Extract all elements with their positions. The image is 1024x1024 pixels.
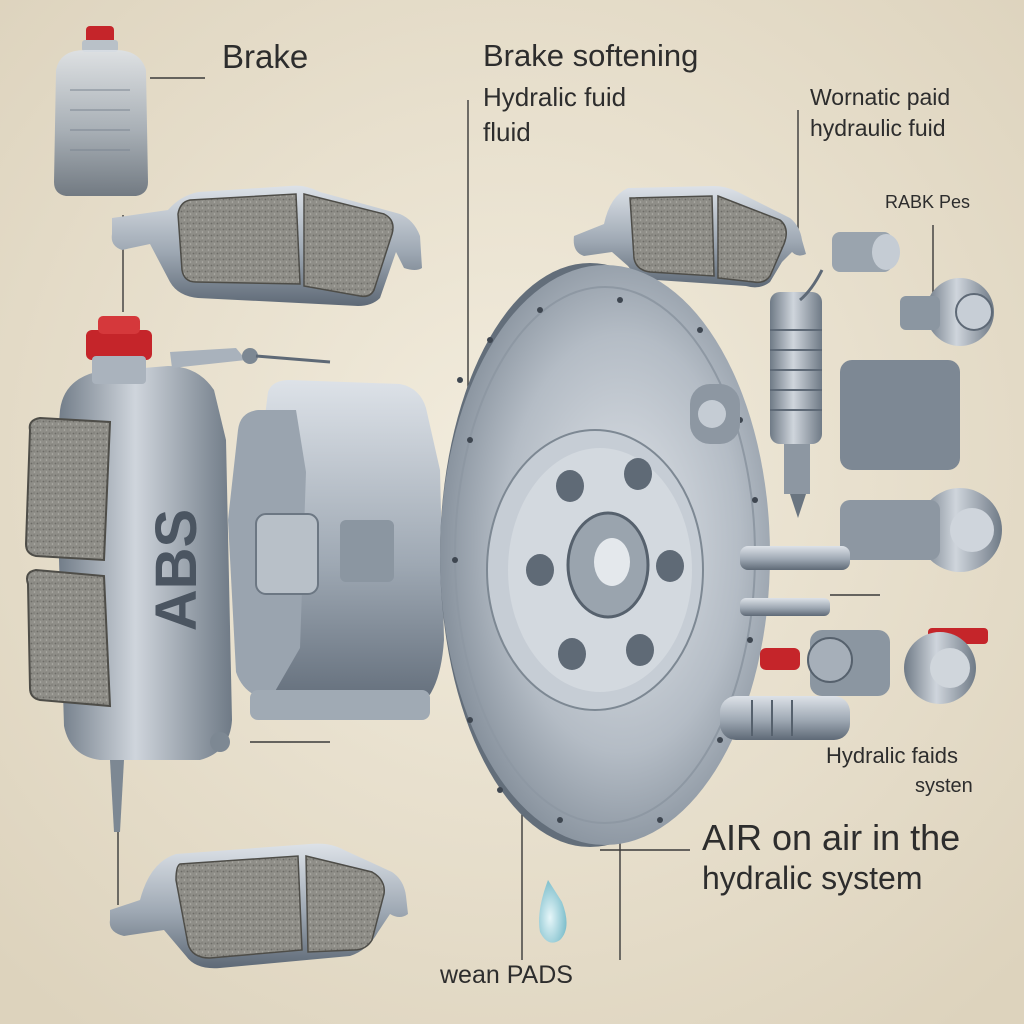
hydraulic-fluid-drop [539,880,567,943]
label-hydraulic-fluid-top: Hydralic fuid [483,82,627,112]
brake-pad-top-left [111,185,422,306]
label-wean-pads: wean PADS [440,961,573,989]
abs-caliper-lettering: ABS [144,509,209,631]
label-air-in-system: AIR on air in the [702,817,961,858]
label-hydraulic-fluid-right: hydraulic fuid [810,115,946,141]
label-brake-softening: Brake softening [483,38,699,73]
label-hydraulic-system: hydralic system [702,860,923,896]
label-system: systen [915,775,973,797]
brake-pad-bottom-left [109,843,409,969]
label-rabk-pes: RABK Pes [885,192,971,212]
brake-pad-top-right [573,186,806,288]
abs-caliper [24,316,331,832]
fluid-reservoir-bottle [54,26,148,196]
label-brake: Brake [222,38,309,75]
label-fluid: fluid [483,117,531,147]
center-caliper [228,380,444,720]
wheel-studs [526,458,684,670]
label-wornatic-paid: Wornatic paid [810,84,951,110]
hydraulic-system-components [690,232,1002,740]
brake-rotor [440,263,770,847]
label-hydraulic-faids: Hydralic faids [826,743,959,768]
